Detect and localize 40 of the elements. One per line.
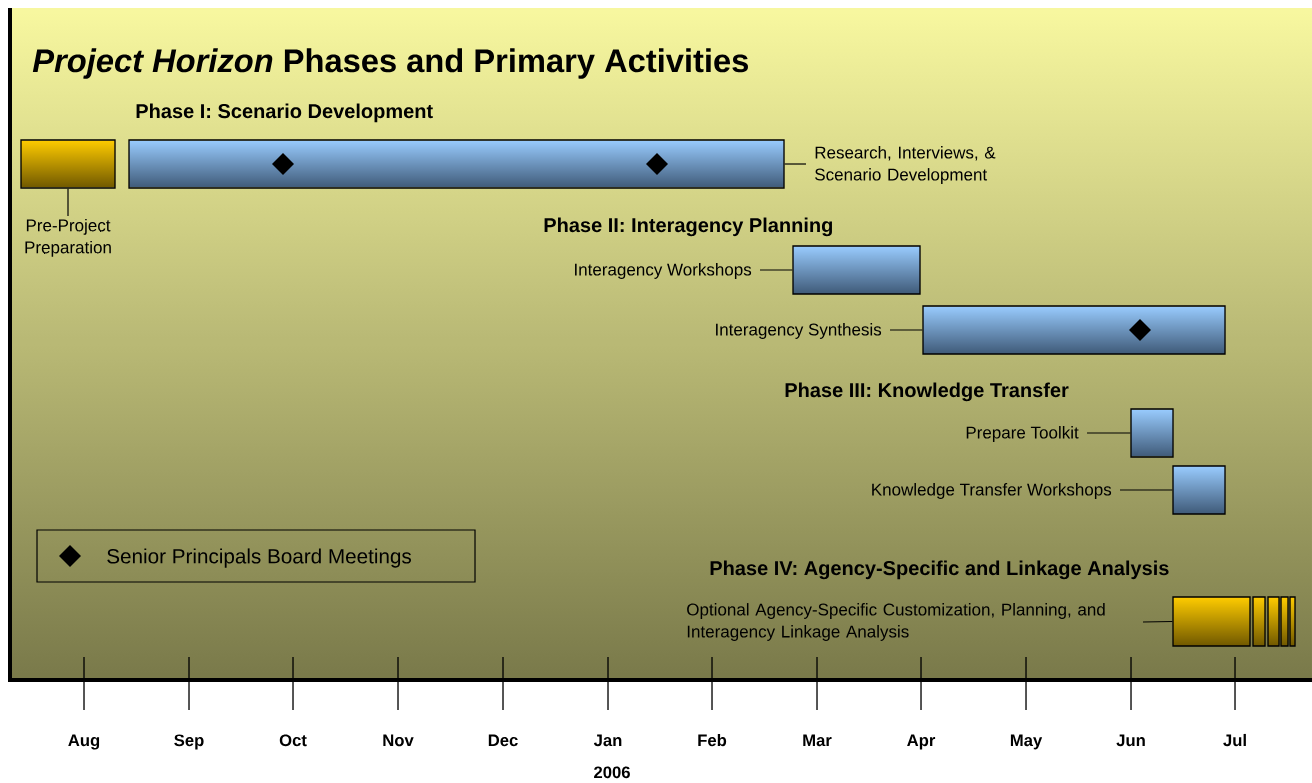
month-label: Mar: [803, 734, 832, 747]
month-label: Jun: [1116, 734, 1145, 747]
title: Project Horizon Phases and Primary Activities: [32, 48, 748, 79]
phase-heading: Phase III: Knowledge Transfer: [785, 382, 1069, 402]
activity-bar: [792, 245, 921, 295]
leader-line: [1142, 620, 1173, 623]
month-label: May: [1010, 734, 1043, 750]
activity-bar: [128, 139, 785, 189]
activity-bar: [1130, 408, 1174, 458]
month-label: Nov: [383, 734, 414, 747]
month-label: Jan: [593, 734, 622, 747]
phase-heading: Phase IV: Agency-Specific and Linkage Analysis: [710, 560, 1169, 580]
month-label: 2006: [594, 766, 630, 779]
month-label: Oct: [279, 734, 307, 747]
leader-line: [784, 163, 807, 165]
month-label: Dec: [488, 734, 518, 747]
phase-heading: Phase II: Interagency Planning: [544, 217, 832, 237]
leader-line: [889, 329, 923, 331]
phase-heading: Phase I: Scenario Development: [136, 103, 433, 123]
month-label: Aug: [68, 734, 100, 750]
leader-line: [67, 188, 69, 217]
leader-line: [1119, 489, 1173, 491]
activity-label: Research, Interviews, & Scenario Development: [815, 146, 996, 184]
month-label: Apr: [907, 734, 936, 750]
activity-bar: [1172, 465, 1226, 515]
activity-bar: [20, 139, 116, 189]
month-label: Sep: [174, 734, 204, 750]
activity-label: Pre-Project Preparation: [25, 218, 111, 257]
month-label: Jul: [1223, 733, 1246, 747]
legend-label: Senior Principals Board Meetings: [107, 548, 411, 568]
leader-line: [1086, 432, 1131, 434]
activity-label: Interagency Workshops: [575, 263, 752, 279]
activity-bar: [922, 305, 1226, 355]
activity-label: Optional Agency-Specific Customization, Planning, and Interagency Linkage Analysis: [687, 603, 1105, 641]
leader-line: [759, 269, 793, 271]
activity-label: Knowledge Transfer Workshops: [872, 483, 1112, 499]
activity-label: Prepare Toolkit: [966, 426, 1079, 442]
month-label: Feb: [698, 733, 727, 747]
activity-label: Interagency Synthesis: [716, 323, 882, 339]
activity-bar: [1172, 596, 1296, 647]
